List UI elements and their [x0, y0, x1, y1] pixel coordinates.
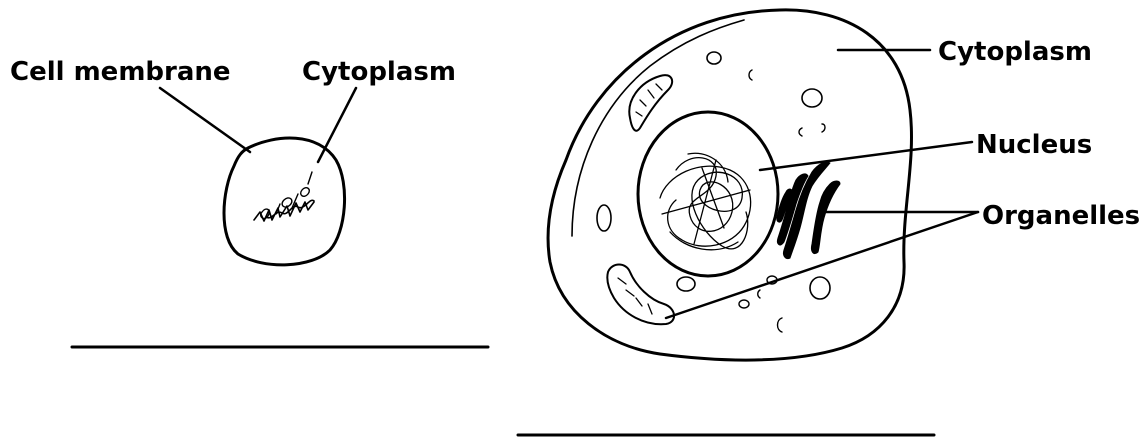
label-organelles: Organelles — [982, 201, 1140, 231]
prokaryotic-cell: Cell membrane Cytoplasm — [10, 57, 488, 347]
nucleus — [638, 112, 778, 276]
vesicle — [799, 124, 825, 136]
vesicle — [749, 70, 752, 80]
vesicle — [778, 318, 783, 332]
label-cytoplasm-small: Cytoplasm — [302, 57, 456, 87]
vesicle — [707, 52, 721, 64]
nuclear-envelope — [638, 112, 778, 276]
leader-line-cytoplasm-small — [318, 88, 356, 162]
vesicle — [810, 277, 830, 299]
eukaryotic-cell: Cytoplasm Nucleus Organelles — [518, 10, 1140, 435]
leader-line-membrane — [160, 88, 250, 152]
golgi-stack — [777, 162, 840, 259]
small-cell-membrane — [224, 138, 345, 265]
label-cytoplasm-large: Cytoplasm — [938, 37, 1092, 67]
label-cell-membrane: Cell membrane — [10, 57, 231, 87]
vesicle — [677, 277, 695, 291]
vesicle — [758, 290, 760, 298]
large-cell-membrane — [548, 10, 912, 360]
vesicle — [597, 205, 611, 231]
leader-line-nucleus — [760, 142, 972, 170]
vesicle — [802, 89, 822, 107]
mitochondrion-bottom — [607, 265, 674, 325]
golgi-apparatus — [777, 162, 840, 259]
mitochondrion-top — [629, 75, 672, 131]
label-nucleus: Nucleus — [976, 130, 1092, 160]
mitochondria — [607, 75, 674, 324]
chromatin — [660, 153, 751, 250]
vesicle — [739, 300, 749, 308]
